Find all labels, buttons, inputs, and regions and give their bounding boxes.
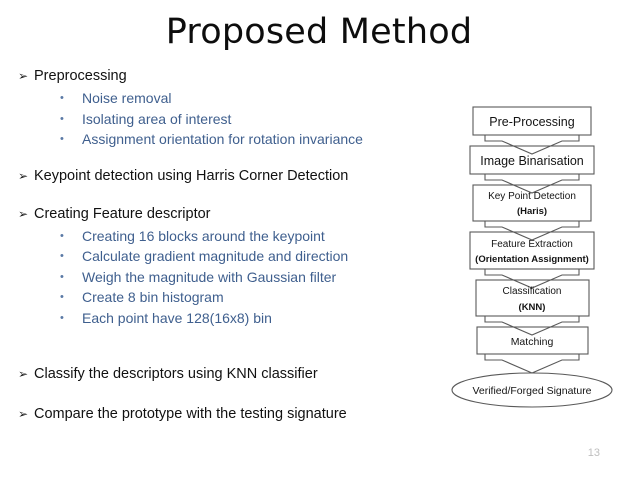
- flow-connector-arrow: [484, 221, 580, 241]
- list-item: ➢ Creating Feature descriptor: [18, 204, 428, 224]
- bullet-heading: Keypoint detection using Harris Corner D…: [34, 167, 349, 184]
- process-flowchart: Pre-Processing Image Binarisation Key Po…: [440, 100, 624, 430]
- spacer: [18, 328, 428, 364]
- spacer: [18, 386, 428, 404]
- dot-bullet-icon: •: [60, 229, 64, 242]
- flow-label-verified-forged-signature: Verified/Forged Signature: [472, 385, 591, 397]
- flow-connector-arrow: [484, 135, 580, 155]
- sub-bullet-label: Assignment orientation for rotation inva…: [82, 131, 363, 147]
- flow-connector-arrow: [484, 316, 580, 336]
- bullet-content: ➢ Preprocessing • Noise removal • Isolat…: [18, 66, 428, 426]
- list-item: • Calculate gradient magnitude and direc…: [18, 246, 428, 267]
- flow-node-matching: [476, 326, 589, 355]
- sub-bullet-label: Create 8 bin histogram: [82, 289, 224, 305]
- flow-label-classification: Classification: [503, 286, 562, 297]
- dot-bullet-icon: •: [60, 112, 64, 125]
- flow-connector-arrow: [484, 354, 580, 374]
- dot-bullet-icon: •: [60, 250, 64, 262]
- list-item: • Noise removal: [18, 88, 428, 109]
- flow-node-pre-processing: [472, 106, 592, 136]
- page-number: 13: [587, 447, 600, 459]
- flow-connector-arrow: [484, 269, 580, 289]
- spacer: [18, 150, 428, 166]
- list-item: • Each point have 128(16x8) bin: [18, 308, 428, 329]
- list-item: • Assignment orientation for rotation in…: [18, 129, 428, 150]
- list-item: • Weigh the magnitude with Gaussian filt…: [18, 267, 428, 288]
- flow-node-key-point-detection: [472, 184, 592, 222]
- arrow-bullet-icon: ➢: [18, 69, 29, 83]
- list-item: ➢ Classify the descriptors using KNN cla…: [18, 364, 428, 384]
- flow-node-feature-extraction: [469, 231, 595, 270]
- sub-bullet-label: Calculate gradient magnitude and directi…: [82, 248, 349, 264]
- page-title: Proposed Method: [165, 12, 473, 52]
- flow-label-key-point-detection: Key Point Detection: [488, 191, 576, 202]
- dot-bullet-icon: •: [60, 92, 64, 104]
- flow-sublabel-orientation-assignment: (Orientation Assignment): [475, 254, 589, 265]
- flow-label-pre-processing: Pre-Processing: [489, 115, 574, 129]
- bullet-heading: Compare the prototype with the testing s…: [34, 406, 347, 422]
- sub-bullet-label: Each point have 128(16x8) bin: [82, 309, 272, 326]
- dot-bullet-icon: •: [60, 133, 64, 145]
- bullet-heading: Classify the descriptors using KNN class…: [34, 366, 318, 382]
- sub-bullet-label: Isolating area of interest: [82, 110, 232, 127]
- bullet-heading: Preprocessing: [34, 68, 127, 84]
- arrow-bullet-icon: ➢: [18, 206, 29, 221]
- list-item: • Isolating area of interest: [18, 109, 428, 130]
- dot-bullet-icon: •: [60, 270, 64, 283]
- flow-connector-arrow: [484, 174, 580, 194]
- dot-bullet-icon: •: [60, 311, 64, 324]
- list-item: • Create 8 bin histogram: [18, 287, 428, 308]
- arrow-bullet-icon: ➢: [18, 168, 29, 183]
- flow-sublabel-haris: (Haris): [517, 206, 547, 217]
- spacer: [18, 188, 428, 204]
- list-item: ➢ Keypoint detection using Harris Corner…: [18, 166, 428, 186]
- flow-node-classification: [475, 279, 590, 317]
- flow-sublabel-knn: (KNN): [519, 302, 546, 313]
- flow-label-image-binarisation: Image Binarisation: [480, 154, 584, 168]
- dot-bullet-icon: •: [60, 291, 64, 303]
- flow-label-matching: Matching: [511, 336, 554, 348]
- list-item: • Creating 16 blocks around the keypoint: [18, 226, 428, 247]
- sub-bullet-label: Weigh the magnitude with Gaussian filter: [82, 268, 337, 285]
- list-item: ➢ Preprocessing: [18, 66, 428, 86]
- flow-node-image-binarisation: [469, 145, 595, 175]
- flow-label-feature-extraction: Feature Extraction: [491, 239, 573, 250]
- sub-bullet-list: • Creating 16 blocks around the keypoint…: [18, 226, 428, 329]
- arrow-bullet-icon: ➢: [18, 407, 29, 421]
- list-item: ➢ Compare the prototype with the testing…: [18, 404, 428, 424]
- sub-bullet-list: • Noise removal • Isolating area of inte…: [18, 88, 428, 150]
- bullet-heading: Creating Feature descriptor: [34, 205, 211, 222]
- arrow-bullet-icon: ➢: [18, 367, 29, 381]
- sub-bullet-label: Creating 16 blocks around the keypoint: [82, 227, 325, 244]
- sub-bullet-label: Noise removal: [82, 90, 172, 106]
